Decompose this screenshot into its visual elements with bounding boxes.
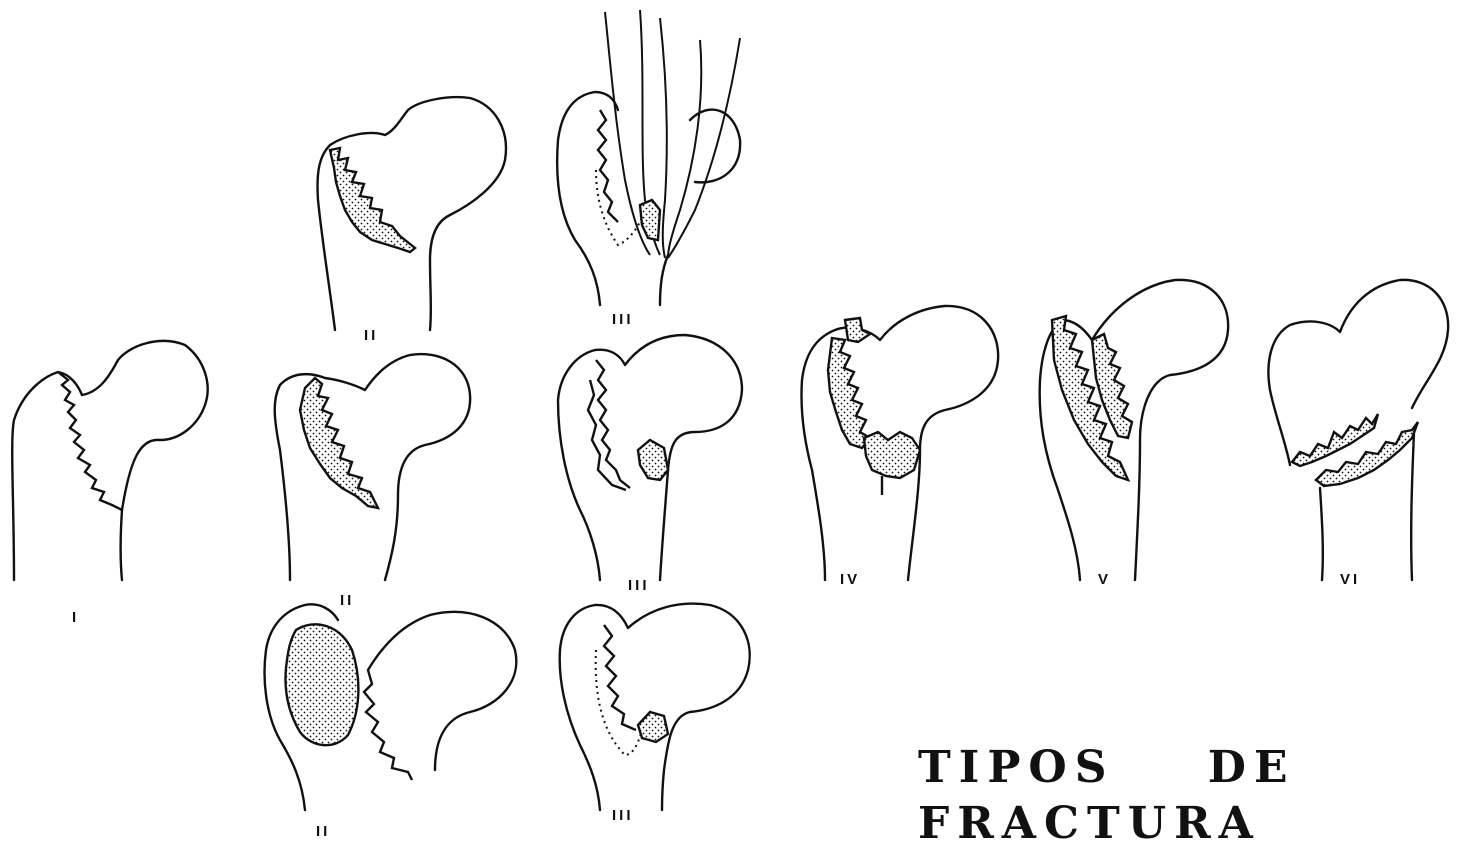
- femur-figure-type-3-middle: [558, 335, 742, 580]
- label-type-1: I: [72, 609, 79, 626]
- femur-figure-type-2-middle: [275, 354, 470, 580]
- femur-figure-type-2-bottom: [265, 604, 517, 810]
- femur-figure-type-6: [1268, 280, 1448, 580]
- label-type-2-bottom: II: [316, 823, 330, 840]
- label-type-2-top: II: [364, 327, 378, 344]
- label-type-3-bottom: III: [612, 807, 634, 824]
- femur-figure-type-1: [12, 341, 207, 580]
- femur-figure-type-2-top: [318, 97, 506, 330]
- femur-figure-type-3-top-with-muscle: [557, 10, 740, 305]
- femur-figure-type-5: [1040, 280, 1228, 580]
- femur-figure-type-4: [801, 306, 998, 580]
- label-type-4: IV: [840, 571, 860, 588]
- label-type-3-middle: III: [628, 577, 650, 594]
- label-type-5: V: [1098, 571, 1111, 588]
- title-line-2: FRACTURA: [918, 798, 1261, 841]
- label-type-6: VI: [1340, 571, 1360, 588]
- title-line-1: TIPOS DE: [918, 742, 1295, 793]
- femur-figure-type-3-bottom: [560, 604, 750, 810]
- label-type-3-top: III: [612, 311, 634, 328]
- label-type-2-middle: II: [340, 592, 354, 609]
